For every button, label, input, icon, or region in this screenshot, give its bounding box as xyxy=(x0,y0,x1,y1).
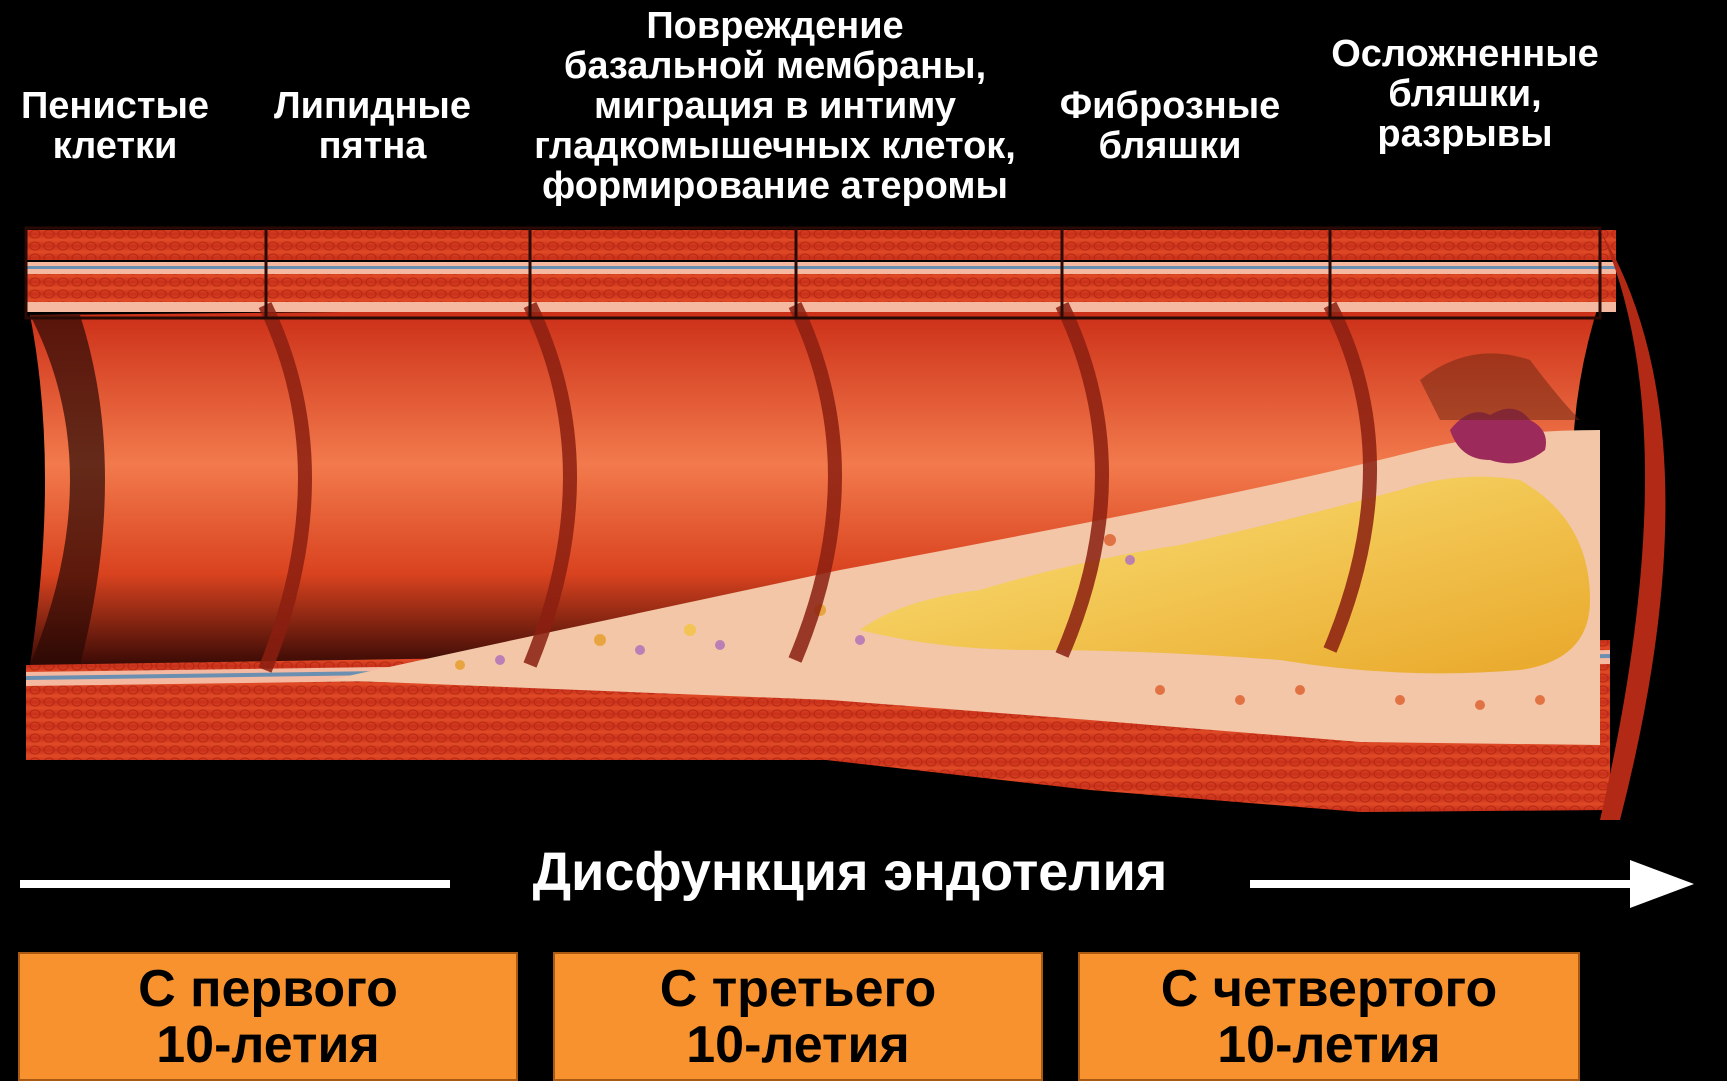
decade-box-first: С первого 10-летия xyxy=(18,952,518,1081)
arrowhead-icon xyxy=(1630,860,1694,908)
decade-label: С третьего 10-летия xyxy=(660,961,937,1073)
artery-illustration xyxy=(0,0,1727,830)
axis-line-right xyxy=(1250,880,1640,888)
decade-label: С четвертого 10-летия xyxy=(1161,961,1497,1073)
decade-box-fourth: С четвертого 10-летия xyxy=(1078,952,1580,1081)
decade-label: С первого 10-летия xyxy=(138,961,398,1073)
axis-line-left xyxy=(20,880,450,888)
axis-caption: Дисфункция эндотелия xyxy=(490,842,1210,902)
decade-box-third: С третьего 10-летия xyxy=(553,952,1043,1081)
